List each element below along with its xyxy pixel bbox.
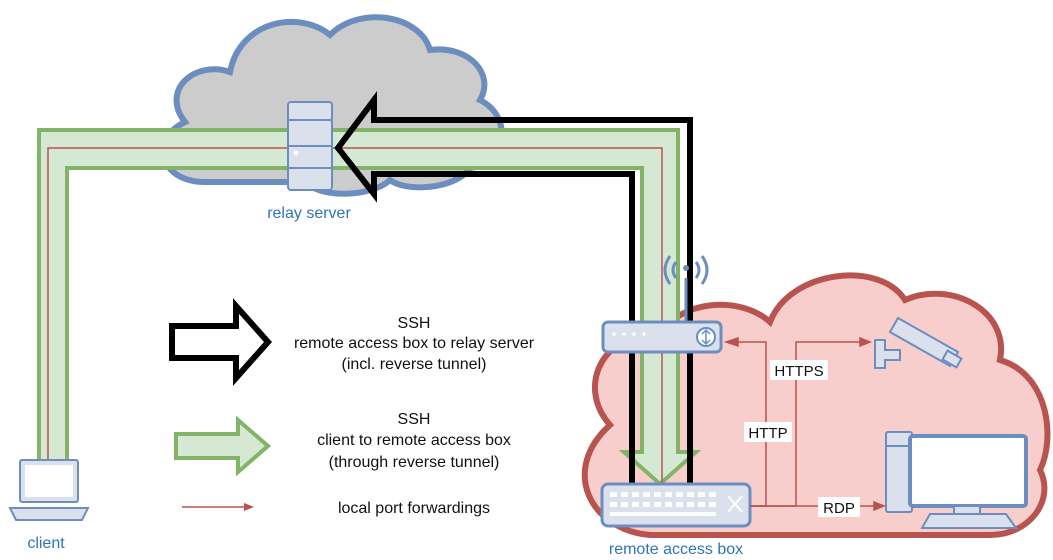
legend-ssh-black-line3: (incl. reverse tunnel) [342,356,487,373]
legend-ssh-green-line3: (through reverse tunnel) [329,454,500,471]
green-tunnel-path [37,128,702,487]
legend-ssh-green-line1: SSH [398,411,431,428]
legend-ssh-black-line1: SSH [398,315,431,332]
ssh-black-arrow [334,91,693,484]
remote-access-box-icon [600,482,752,528]
security-camera-icon [874,316,963,369]
legend-black-arrow-icon [169,298,273,386]
legend-ssh-black-line2: remote access box to relay server [294,335,535,352]
forward-line-https [750,341,868,507]
relay-server-label: relay server [267,205,351,222]
edge-label-rdp: RDP [823,500,855,517]
forward-arrowhead-rdp [873,500,887,512]
legend-green-arrow-icon [174,415,272,477]
forward-arrowhead-http [723,336,739,348]
client-label: client [27,535,65,552]
router-icon [601,255,723,354]
remote-access-box-label: remote access box [609,541,743,558]
relay-server-icon [287,101,333,191]
legend-ssh-green-line2: client to remote access box [317,432,511,449]
legend-red-arrow-icon [182,503,254,511]
forward-arrowhead-https [859,336,873,348]
edge-label-https: HTTPS [774,363,823,380]
laptop-icon [8,459,90,521]
legend-port-forward-text: local port forwardings [338,500,490,517]
forward-line-tunnel [47,147,663,490]
desktop-computer-icon [885,431,1028,529]
legend-ssh-green: SSH client to remote access box (through… [317,411,511,471]
legend-ssh-black: SSH remote access box to relay server (i… [294,315,535,373]
edge-label-http: HTTP [748,425,787,442]
